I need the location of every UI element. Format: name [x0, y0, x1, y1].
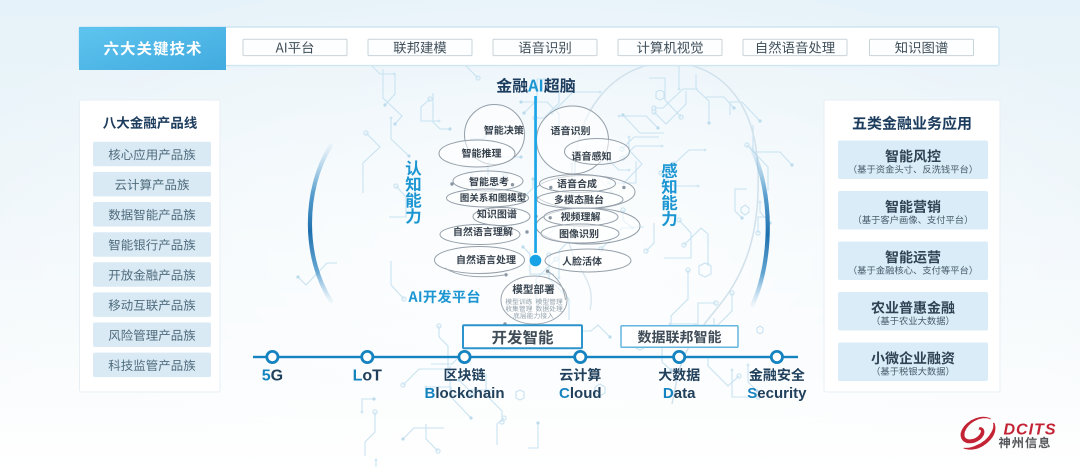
svg-text:5G: 5G — [262, 367, 283, 384]
svg-text:Data: Data — [663, 385, 696, 402]
svg-text:Security: Security — [747, 385, 807, 402]
svg-text:DCITS: DCITS — [1004, 421, 1057, 438]
svg-text:Blockchain: Blockchain — [424, 385, 504, 402]
svg-text:Cloud: Cloud — [559, 385, 602, 402]
svg-text:LoT: LoT — [353, 367, 383, 384]
